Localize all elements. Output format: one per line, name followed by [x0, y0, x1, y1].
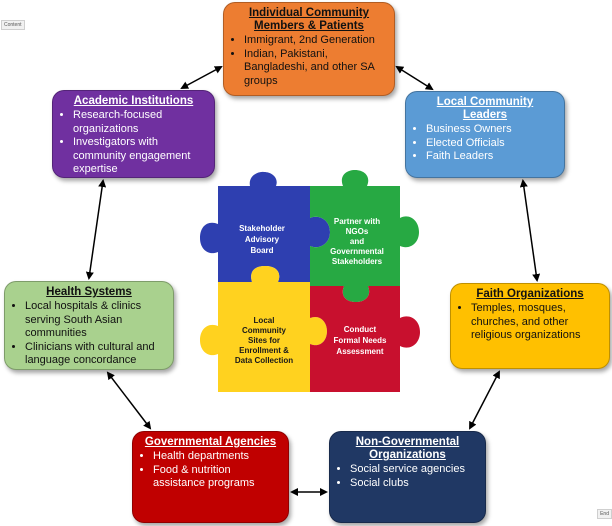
yellow-piece-line-3: Sites for — [248, 336, 280, 345]
blue-piece-line-2: Advisory — [245, 235, 280, 244]
faith-item: Temples, mosques, churches, and other re… — [471, 302, 603, 343]
academic-item: Investigators with community engagement … — [73, 136, 208, 177]
yellow-piece-line-4: Enrollment & — [239, 346, 289, 355]
local-leaders-item: Faith Leaders — [426, 150, 558, 164]
puzzle-piece-blue — [200, 171, 330, 282]
health-item: Clinicians with cultural and language co… — [25, 341, 167, 368]
yellow-piece-line-2: Community — [242, 326, 287, 335]
blue-piece-line-1: Stakeholder — [239, 224, 285, 233]
arrow-leaders-faith — [519, 179, 541, 282]
ngo-item: Social clubs — [350, 477, 479, 491]
green-piece-line-4: Governmental — [330, 247, 384, 256]
yellow-piece-line-5: Data Collection — [235, 356, 293, 365]
blue-piece-line-3: Board — [250, 246, 273, 255]
individual-item: Immigrant, 2nd Generation — [244, 34, 388, 48]
green-piece-line-5: Stakeholders — [332, 257, 383, 266]
puzzle-piece-red — [310, 286, 420, 392]
gov-item: Health departments — [153, 450, 282, 464]
health-systems-box: Health Systems Local hospitals & clinics… — [4, 281, 174, 370]
puzzle-piece-yellow — [200, 266, 327, 392]
arrow-academic-individual — [180, 66, 223, 89]
gov-item: Food & nutrition assistance programs — [153, 464, 282, 491]
green-piece-line-2: NGOs — [346, 227, 369, 236]
green-piece-line-3: and — [350, 237, 364, 246]
red-piece-line-3: Assessment — [336, 347, 383, 356]
health-title: Health Systems — [46, 286, 132, 298]
yellow-piece-line-1: Local — [254, 316, 275, 325]
arrow-individual-leaders — [395, 65, 434, 91]
individual-item: Indian, Pakistani, Bangladeshi, and othe… — [244, 48, 388, 89]
ngo-item: Social service agencies — [350, 463, 479, 477]
arrow-academic-health — [85, 179, 107, 280]
puzzle-piece-green — [310, 170, 419, 302]
academic-item: Research-focused organizations — [73, 109, 208, 136]
content-tag: Content — [1, 20, 25, 30]
gov-title: Governmental Agencies — [144, 436, 277, 448]
arrow-faith-ngo — [469, 370, 500, 430]
faith-title: Faith Organizations — [476, 288, 584, 300]
academic-title: Academic Institutions — [73, 95, 194, 107]
governmental-agencies-box: Governmental Agencies Health departments… — [132, 431, 289, 523]
green-piece-line-1: Partner with — [334, 217, 380, 226]
red-piece-line-1: Conduct — [344, 325, 377, 334]
local-leaders-item: Business Owners — [426, 123, 558, 137]
red-piece-line-2: Formal Needs — [334, 336, 387, 345]
academic-institutions-box: Academic Institutions Research-focused o… — [52, 90, 215, 178]
puzzle: Stakeholder Advisory Board Partner with … — [200, 170, 420, 392]
arrow-health-gov — [106, 371, 152, 430]
health-item: Local hospitals & clinics serving South … — [25, 300, 167, 341]
local-leaders-item: Elected Officials — [426, 137, 558, 151]
faith-organizations-box: Faith Organizations Temples, mosques, ch… — [450, 283, 610, 369]
